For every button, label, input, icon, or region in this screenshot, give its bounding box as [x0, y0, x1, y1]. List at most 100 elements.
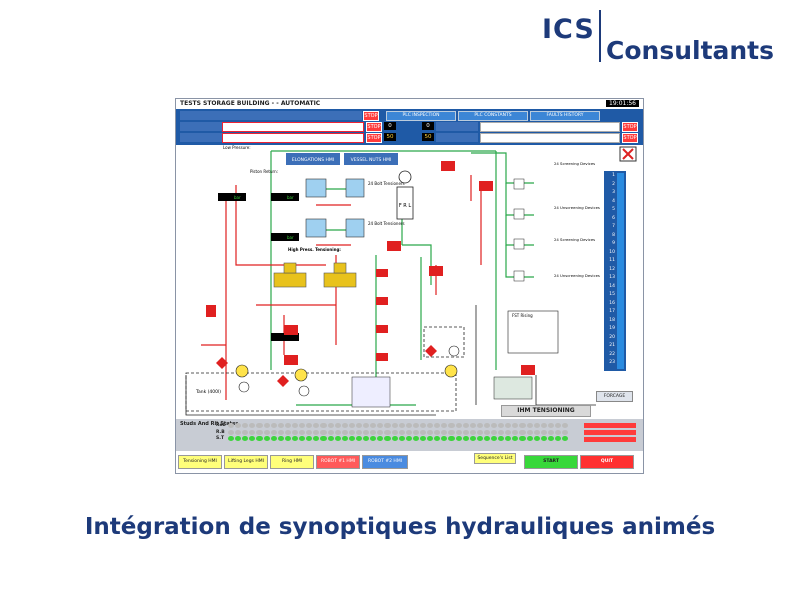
row3-stop-right-button[interactable]: STOP	[622, 133, 638, 143]
stud-led	[334, 430, 341, 435]
stud-led	[306, 430, 313, 435]
stud-led	[540, 423, 547, 428]
ics-logo: ICS Consultants	[540, 8, 790, 65]
lifting-legs-hmi-button[interactable]: Lifting Legs HMI	[224, 455, 268, 469]
sequence-list-button[interactable]: Sequence's List	[474, 453, 516, 464]
row2-stop-right-button[interactable]: STOP	[622, 122, 638, 132]
stud-led	[412, 436, 419, 441]
stud-led	[434, 423, 441, 428]
stud-led	[270, 423, 277, 428]
robot1-hmi-button[interactable]: ROBOT #1 HMI	[316, 455, 360, 469]
ring-hmi-button[interactable]: Ring HMI	[270, 455, 314, 469]
stud-led	[228, 430, 235, 435]
close-icon[interactable]	[619, 146, 637, 162]
stud-led	[441, 436, 448, 441]
screen-title: TESTS STORAGE BUILDING - - AUTOMATIC	[180, 100, 321, 107]
stud-led	[533, 436, 540, 441]
stud-led	[562, 430, 569, 435]
stud-led	[341, 436, 348, 441]
row3-label-right	[436, 133, 478, 142]
stud-led	[249, 423, 256, 428]
row2-label	[180, 122, 222, 131]
tab-faults-history[interactable]: FAULTS HISTORY	[530, 111, 600, 121]
stud-led	[519, 423, 526, 428]
screening-devices	[513, 178, 525, 282]
tensioner-blocks	[305, 178, 365, 238]
stud-led	[348, 423, 355, 428]
row2-label-right	[436, 122, 478, 131]
start-button[interactable]: START	[524, 455, 578, 469]
stud-led	[405, 436, 412, 441]
stud-led	[284, 423, 291, 428]
stud-led	[555, 430, 562, 435]
stud-led	[469, 430, 476, 435]
stud-led	[355, 430, 363, 435]
stud-led	[348, 430, 355, 435]
screen-title-bar: TESTS STORAGE BUILDING - - AUTOMATIC 19:…	[176, 99, 643, 109]
tank-label: Tank (400l)	[195, 389, 221, 395]
stud-led	[505, 430, 512, 435]
studs-leds-st	[228, 436, 569, 441]
logo-divider	[599, 10, 601, 62]
stud-led	[341, 423, 348, 428]
quit-button[interactable]: QUIT	[580, 455, 634, 469]
scale-label: 8	[612, 232, 615, 238]
stud-led	[476, 436, 483, 441]
row2-value-left: 0	[384, 122, 396, 130]
scale-label: 10	[609, 249, 615, 255]
stud-led	[291, 436, 299, 441]
stud-led	[249, 430, 256, 435]
stud-led	[384, 436, 391, 441]
stud-led	[391, 430, 398, 435]
stud-led	[462, 430, 469, 435]
studs-caption: Studs And Rit States	[180, 421, 239, 427]
clock: 19:01:56	[606, 100, 639, 107]
frl-unit	[396, 170, 414, 220]
tensioning-hmi-button[interactable]: Tensioning HMI	[178, 455, 222, 469]
elongations-hmi-button[interactable]	[286, 153, 340, 165]
green-pipes	[270, 150, 534, 406]
scale-label: 6	[612, 215, 615, 221]
tab-plc-inspection[interactable]: PLC INSPECTION	[386, 111, 456, 121]
stud-led	[448, 423, 455, 428]
row2-stop-button[interactable]: STOP	[366, 122, 382, 132]
stud-led	[291, 423, 299, 428]
svg-text:24 Screening Devices: 24 Screening Devices	[554, 161, 595, 166]
row3-value-left: 50	[384, 133, 396, 141]
stud-led	[455, 436, 462, 441]
stud-led	[320, 423, 327, 428]
stud-led	[263, 423, 270, 428]
stud-led	[498, 430, 505, 435]
row3-stop-button[interactable]: STOP	[366, 133, 382, 143]
stud-led	[427, 423, 434, 428]
stud-led	[491, 423, 498, 428]
stud-led	[469, 436, 476, 441]
forcage-button[interactable]: FORCAGE	[596, 391, 633, 402]
tab-plc-constants[interactable]: PLC CONSTANTS	[458, 111, 528, 121]
footer-buttons: Tensioning HMI Lifting Legs HMI Ring HMI…	[176, 451, 643, 473]
scale-label: 14	[609, 283, 615, 289]
row1-stop-button[interactable]: STOP	[363, 111, 379, 121]
stud-led	[363, 436, 370, 441]
scale-label: 13	[609, 275, 615, 280]
stud-led	[405, 423, 412, 428]
stud-led	[555, 423, 562, 428]
stud-led	[491, 436, 498, 441]
vessel-nuts-hmi-button[interactable]	[344, 153, 398, 165]
robot2-hmi-button[interactable]: ROBOT #2 HMI	[362, 455, 408, 469]
stud-led	[377, 430, 384, 435]
elongations-hmi-label: ELONGATIONS HMI	[292, 157, 334, 163]
stud-led	[256, 436, 263, 441]
stud-led	[419, 423, 427, 428]
logo-ics-text: ICS	[542, 14, 595, 45]
scale-label: 15	[609, 292, 615, 297]
stud-led	[398, 423, 405, 428]
scale-label: 12	[609, 266, 615, 272]
studs-row-st: S.T	[216, 436, 225, 441]
pressure-gauges	[218, 193, 299, 341]
stud-led	[448, 430, 455, 435]
screening-labels: 24 Screening Devices 24 Unscreening Devi…	[554, 161, 600, 278]
stud-led	[498, 436, 505, 441]
stud-led	[327, 430, 334, 435]
